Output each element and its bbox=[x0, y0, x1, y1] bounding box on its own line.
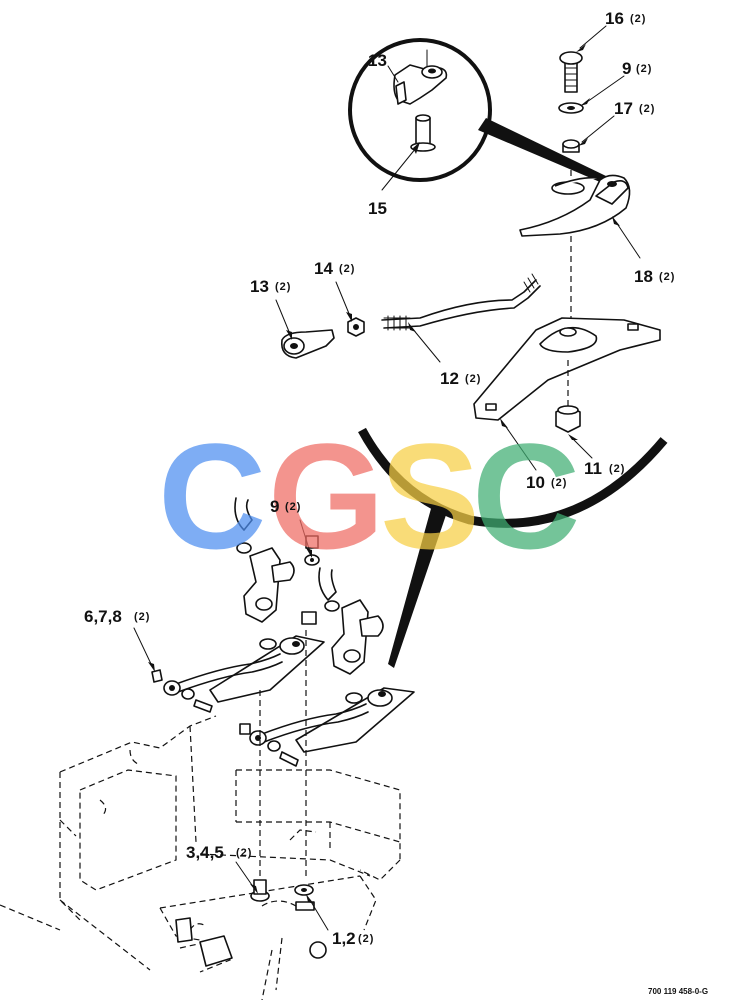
callout-qty: (2) bbox=[236, 847, 252, 859]
lower-link-lower bbox=[239, 687, 415, 767]
callout-number: 6,7,8 bbox=[84, 607, 122, 626]
bolt-stack bbox=[558, 51, 584, 178]
callout-number: 11 bbox=[584, 459, 602, 478]
control-rod bbox=[381, 273, 541, 331]
callout-1-2: 1,2 (2) bbox=[332, 929, 374, 948]
callout-number: 15 bbox=[368, 199, 387, 218]
callout-qty: (2) bbox=[134, 611, 150, 623]
watermark-letter-c1: C bbox=[158, 412, 266, 580]
callout-number: 17 bbox=[614, 99, 633, 118]
callout-3-4-5: 3,4,5 (2) bbox=[186, 843, 252, 862]
detail-circle-arc bbox=[358, 427, 668, 528]
mounting-plate bbox=[473, 317, 661, 421]
callout-number: 18 bbox=[634, 267, 653, 286]
watermark-letter-s: S bbox=[380, 412, 480, 580]
callout-9-top: 9 (2) bbox=[622, 59, 652, 78]
bracket-right bbox=[331, 599, 384, 675]
tractor-frame bbox=[0, 715, 401, 1000]
rod-end-13 bbox=[280, 329, 335, 359]
callout-13: 13 (2) bbox=[250, 277, 291, 296]
bell-crank bbox=[519, 174, 631, 237]
callout-13-inset: 13 bbox=[368, 51, 387, 70]
callout-number: 10 bbox=[526, 473, 545, 492]
lower-link-upper bbox=[151, 635, 325, 713]
watermark: C G S C bbox=[158, 412, 580, 580]
callout-18: 18 (2) bbox=[634, 267, 675, 286]
callout-qty: (2) bbox=[285, 501, 301, 513]
callout-number: 12 bbox=[440, 369, 459, 388]
washers-mid bbox=[236, 535, 340, 625]
callout-number: 9 bbox=[270, 497, 279, 516]
callout-11: 11 (2) bbox=[584, 459, 625, 478]
callout-number: 13 bbox=[368, 51, 387, 70]
callout-qty: (2) bbox=[609, 463, 625, 475]
callout-number: 3,4,5 bbox=[186, 843, 224, 862]
bracket-left bbox=[243, 547, 295, 623]
callout-14: 14 (2) bbox=[314, 259, 355, 278]
callout-qty: (2) bbox=[551, 477, 567, 489]
callout-qty: (2) bbox=[339, 263, 355, 275]
hair-pin-clips bbox=[234, 497, 337, 601]
rod-end-detail bbox=[393, 49, 448, 105]
callout-qty: (2) bbox=[636, 63, 652, 75]
nut-14 bbox=[347, 317, 365, 337]
callout-number: 16 bbox=[605, 9, 624, 28]
watermark-letter-c2: C bbox=[472, 412, 580, 580]
callout-qty: (2) bbox=[275, 281, 291, 293]
callout-number: 1,2 bbox=[332, 929, 356, 948]
callout-number: 14 bbox=[314, 259, 333, 278]
callout-qty: (2) bbox=[630, 13, 646, 25]
leader-lines bbox=[133, 25, 641, 931]
nut-11 bbox=[555, 360, 581, 433]
inset-pointer bbox=[478, 118, 606, 182]
detail-inset bbox=[348, 38, 492, 182]
watermark-letter-g: G bbox=[268, 412, 385, 580]
callout-10: 10 (2) bbox=[526, 473, 567, 492]
lower-pointer bbox=[388, 505, 446, 668]
callout-qty: (2) bbox=[358, 933, 374, 945]
callout-16: 16 (2) bbox=[605, 9, 646, 28]
callout-12: 12 (2) bbox=[440, 369, 481, 388]
callout-qty: (2) bbox=[465, 373, 481, 385]
assembly-axes bbox=[259, 630, 307, 880]
callout-qty: (2) bbox=[659, 271, 675, 283]
callout-15: 15 bbox=[368, 199, 387, 218]
callout-17: 17 (2) bbox=[614, 99, 655, 118]
drawing-number: 700 119 458-0-G bbox=[648, 987, 708, 996]
callout-9-mid: 9 (2) bbox=[270, 497, 301, 516]
callout-number: 9 bbox=[622, 59, 631, 78]
callout-qty: (2) bbox=[639, 103, 655, 115]
callout-6-7-8: 6,7,8 (2) bbox=[84, 607, 150, 626]
callout-number: 13 bbox=[250, 277, 269, 296]
frame-hardware bbox=[175, 879, 327, 967]
callout-labels: 13 15 16 (2) 9 (2) 17 (2) 18 (2) 13 (2) … bbox=[84, 9, 675, 948]
